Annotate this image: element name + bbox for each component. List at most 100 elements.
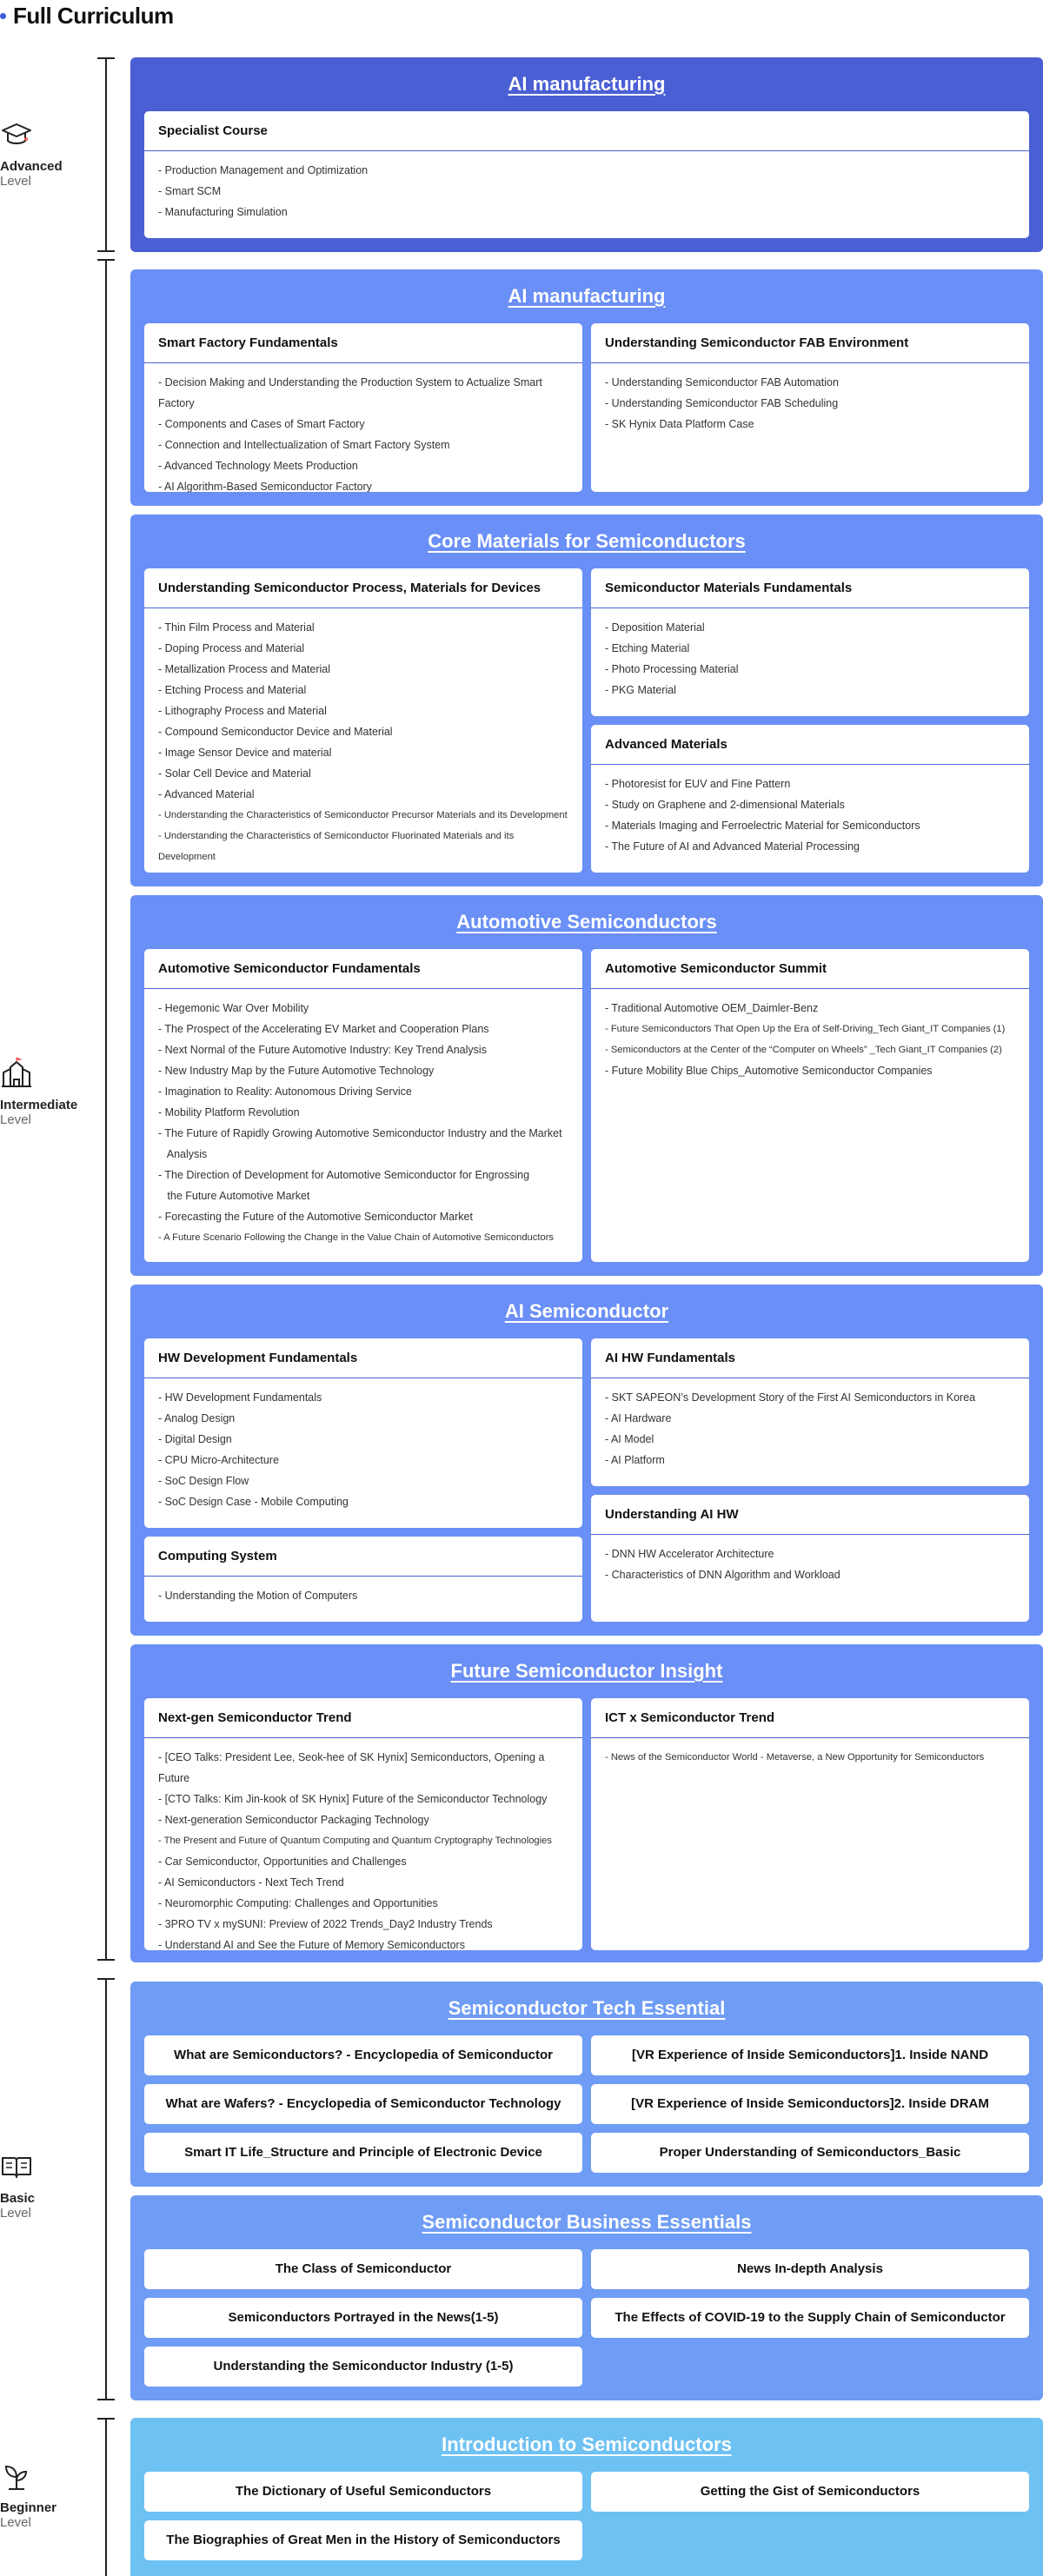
section-title-link[interactable]: Core Materials for Semiconductors — [428, 530, 746, 552]
beginner-bracket — [97, 2418, 115, 2576]
course-item: - HW Development Fundamentals — [158, 1391, 322, 1404]
section-title-link[interactable]: Automotive Semiconductors — [456, 911, 717, 933]
course-card[interactable]: Semiconductor Materials Fundamentals - D… — [591, 568, 1029, 716]
course-item: - Understanding the Characteristics of S… — [158, 831, 515, 862]
course-pill[interactable]: What are Wafers? - Encyclopedia of Semic… — [144, 2084, 582, 2124]
section-title-link[interactable]: AI manufacturing — [508, 73, 666, 95]
course-pill[interactable]: The Effects of COVID-19 to the Supply Ch… — [591, 2298, 1029, 2338]
course-item: - [CTO Talks: Kim Jin-kook of SK Hynix] … — [158, 1793, 548, 1805]
course-item: - Thin Film Process and Material — [158, 621, 315, 634]
course-item: - Next Normal of the Future Automotive I… — [158, 1044, 487, 1056]
course-pill[interactable]: Smart IT Life_Structure and Principle of… — [144, 2133, 582, 2173]
course-card[interactable]: Specialist Course - Production Managemen… — [144, 111, 1029, 238]
course-card[interactable]: Understanding Semiconductor FAB Environm… — [591, 323, 1029, 492]
section-title-link[interactable]: AI manufacturing — [508, 285, 666, 307]
section-title-link[interactable]: Semiconductor Tech Essential — [448, 1997, 726, 2019]
course-item: - Semiconductors at the Center of the “C… — [605, 1045, 1002, 1055]
course-card[interactable]: ICT x Semiconductor Trend - News of the … — [591, 1698, 1029, 1950]
page-title-text: Full Curriculum — [13, 2, 174, 29]
course-item: - SK Hynix Data Platform Case — [605, 418, 754, 430]
course-card[interactable]: Next-gen Semiconductor Trend - [CEO Talk… — [144, 1698, 582, 1950]
course-item-list: - DNN HW Accelerator Architecture - Char… — [591, 1535, 1029, 1596]
course-card[interactable]: HW Development Fundamentals - HW Develop… — [144, 1338, 582, 1528]
course-pill[interactable]: Proper Understanding of Semiconductors_B… — [591, 2133, 1029, 2173]
section-title-link[interactable]: AI Semiconductor — [504, 1300, 669, 1322]
course-item: - Mobility Platform Revolution — [158, 1106, 300, 1119]
level-basic: Basic Level — [0, 2150, 87, 2221]
course-item: - AI Model — [605, 1433, 654, 1445]
course-item: - Metallization Process and Material — [158, 663, 330, 675]
course-card-title: Smart Factory Fundamentals — [144, 323, 582, 363]
course-item: - Hegemonic War Over Mobility — [158, 1002, 309, 1014]
course-pill[interactable]: Getting the Gist of Semiconductors — [591, 2472, 1029, 2512]
course-item: - CPU Micro-Architecture — [158, 1454, 279, 1466]
section-title-link[interactable]: Introduction to Semiconductors — [442, 2433, 732, 2455]
course-item: - Forecasting the Future of the Automoti… — [158, 1211, 473, 1223]
course-item: - Imagination to Reality: Autonomous Dri… — [158, 1086, 412, 1098]
section-advanced-ai-manufacturing: AI manufacturing Specialist Course - Pro… — [130, 57, 1043, 252]
course-card-title: Computing System — [144, 1537, 582, 1577]
section-intermediate-ai-manufacturing: AI manufacturing Smart Factory Fundament… — [130, 269, 1043, 506]
section-introduction-to-semiconductors: Introduction to Semiconductors The Dicti… — [130, 2418, 1043, 2576]
course-card[interactable]: Smart Factory Fundamentals - Decision Ma… — [144, 323, 582, 492]
course-item: - Etching Material — [605, 642, 690, 654]
course-card-title: Understanding Semiconductor FAB Environm… — [591, 323, 1029, 363]
course-item: - Etching Process and Material — [158, 684, 307, 696]
course-card-title: Next-gen Semiconductor Trend — [144, 1698, 582, 1738]
course-card-title: HW Development Fundamentals — [144, 1338, 582, 1378]
section-automotive-semiconductors: Automotive Semiconductors Automotive Sem… — [130, 895, 1043, 1276]
course-card-title: Advanced Materials — [591, 725, 1029, 765]
course-item-list: - Thin Film Process and Material - Dopin… — [144, 608, 582, 873]
course-item-list: - Decision Making and Understanding the … — [144, 363, 582, 492]
course-item: - Advanced Technology Meets Production — [158, 460, 358, 472]
course-card[interactable]: Advanced Materials - Photoresist for EUV… — [591, 725, 1029, 873]
course-item-list: - Hegemonic War Over Mobility - The Pros… — [144, 989, 582, 1258]
course-card-title: Understanding Semiconductor Process, Mat… — [144, 568, 582, 608]
title-bullet — [0, 12, 6, 19]
course-item: - Analog Design — [158, 1412, 236, 1424]
course-item: - Manufacturing Simulation — [158, 206, 288, 218]
course-card-title: Automotive Semiconductor Fundamentals — [144, 949, 582, 989]
course-item: - Doping Process and Material — [158, 642, 305, 654]
course-item-list: - Production Management and Optimization… — [144, 151, 1029, 233]
course-card[interactable]: Understanding AI HW - DNN HW Accelerator… — [591, 1495, 1029, 1622]
course-item-list: - Understanding Semiconductor FAB Automa… — [591, 363, 1029, 445]
section-ai-semiconductor: AI Semiconductor HW Development Fundamen… — [130, 1285, 1043, 1636]
course-item-list: - SKT SAPEON’s Development Story of the … — [591, 1378, 1029, 1481]
section-semiconductor-tech-essential: Semiconductor Tech Essential What are Se… — [130, 1982, 1043, 2187]
section-title-link[interactable]: Future Semiconductor Insight — [450, 1660, 723, 1682]
course-item: - The Future of Rapidly Growing Automoti… — [158, 1127, 562, 1139]
course-item: - Advanced Material — [158, 788, 255, 800]
course-item: - News of the Semiconductor World - Meta… — [605, 1752, 985, 1763]
level-intermediate-sub: Level — [0, 1112, 31, 1127]
course-pill[interactable]: The Class of Semiconductor — [144, 2249, 582, 2289]
course-item: - AI Semiconductors - Next Tech Trend — [158, 1876, 344, 1889]
course-card[interactable]: AI HW Fundamentals - SKT SAPEON’s Develo… — [591, 1338, 1029, 1486]
course-item-list: - [CEO Talks: President Lee, Seok-hee of… — [144, 1738, 582, 1950]
course-card-title: Specialist Course — [144, 111, 1029, 151]
course-item: - The Present and Future of Quantum Comp… — [158, 1836, 552, 1846]
level-beginner-sub: Level — [0, 2515, 31, 2530]
level-basic-sub: Level — [0, 2206, 31, 2221]
level-beginner: Beginner Level — [0, 2460, 87, 2530]
course-pill[interactable]: [VR Experience of Inside Semiconductors]… — [591, 2035, 1029, 2075]
course-pill[interactable]: News In-depth Analysis — [591, 2249, 1029, 2289]
course-pill[interactable]: What are Semiconductors? - Encyclopedia … — [144, 2035, 582, 2102]
course-item: - Next-generation Semiconductor Packagin… — [158, 1814, 429, 1826]
course-card[interactable]: Automotive Semiconductor Summit - Tradit… — [591, 949, 1029, 1262]
course-item: the Future Automotive Market — [158, 1190, 310, 1202]
course-pill[interactable]: Semiconductors Portrayed in the News(1-5… — [144, 2298, 582, 2338]
course-card[interactable]: Computing System - Understanding the Mot… — [144, 1537, 582, 1622]
course-card[interactable]: Understanding Semiconductor Process, Mat… — [144, 568, 582, 873]
course-item: - Production Management and Optimization — [158, 164, 369, 176]
course-pill[interactable]: Understanding the Semiconductor Industry… — [144, 2347, 582, 2387]
course-pill[interactable]: [VR Experience of Inside Semiconductors]… — [591, 2084, 1029, 2124]
course-item: - Photoresist for EUV and Fine Pattern — [605, 778, 791, 790]
course-item: - PKG Material — [605, 684, 676, 696]
course-card[interactable]: Automotive Semiconductor Fundamentals - … — [144, 949, 582, 1262]
course-item: - Study on Graphene and 2-dimensional Ma… — [605, 799, 845, 811]
section-title-link[interactable]: Semiconductor Business Essentials — [422, 2211, 752, 2233]
course-item: - Photo Processing Material — [605, 663, 739, 675]
course-pill[interactable]: The Biographies of Great Men in the Hist… — [144, 2520, 582, 2560]
course-pill[interactable]: The Dictionary of Useful Semiconductors — [144, 2472, 582, 2512]
